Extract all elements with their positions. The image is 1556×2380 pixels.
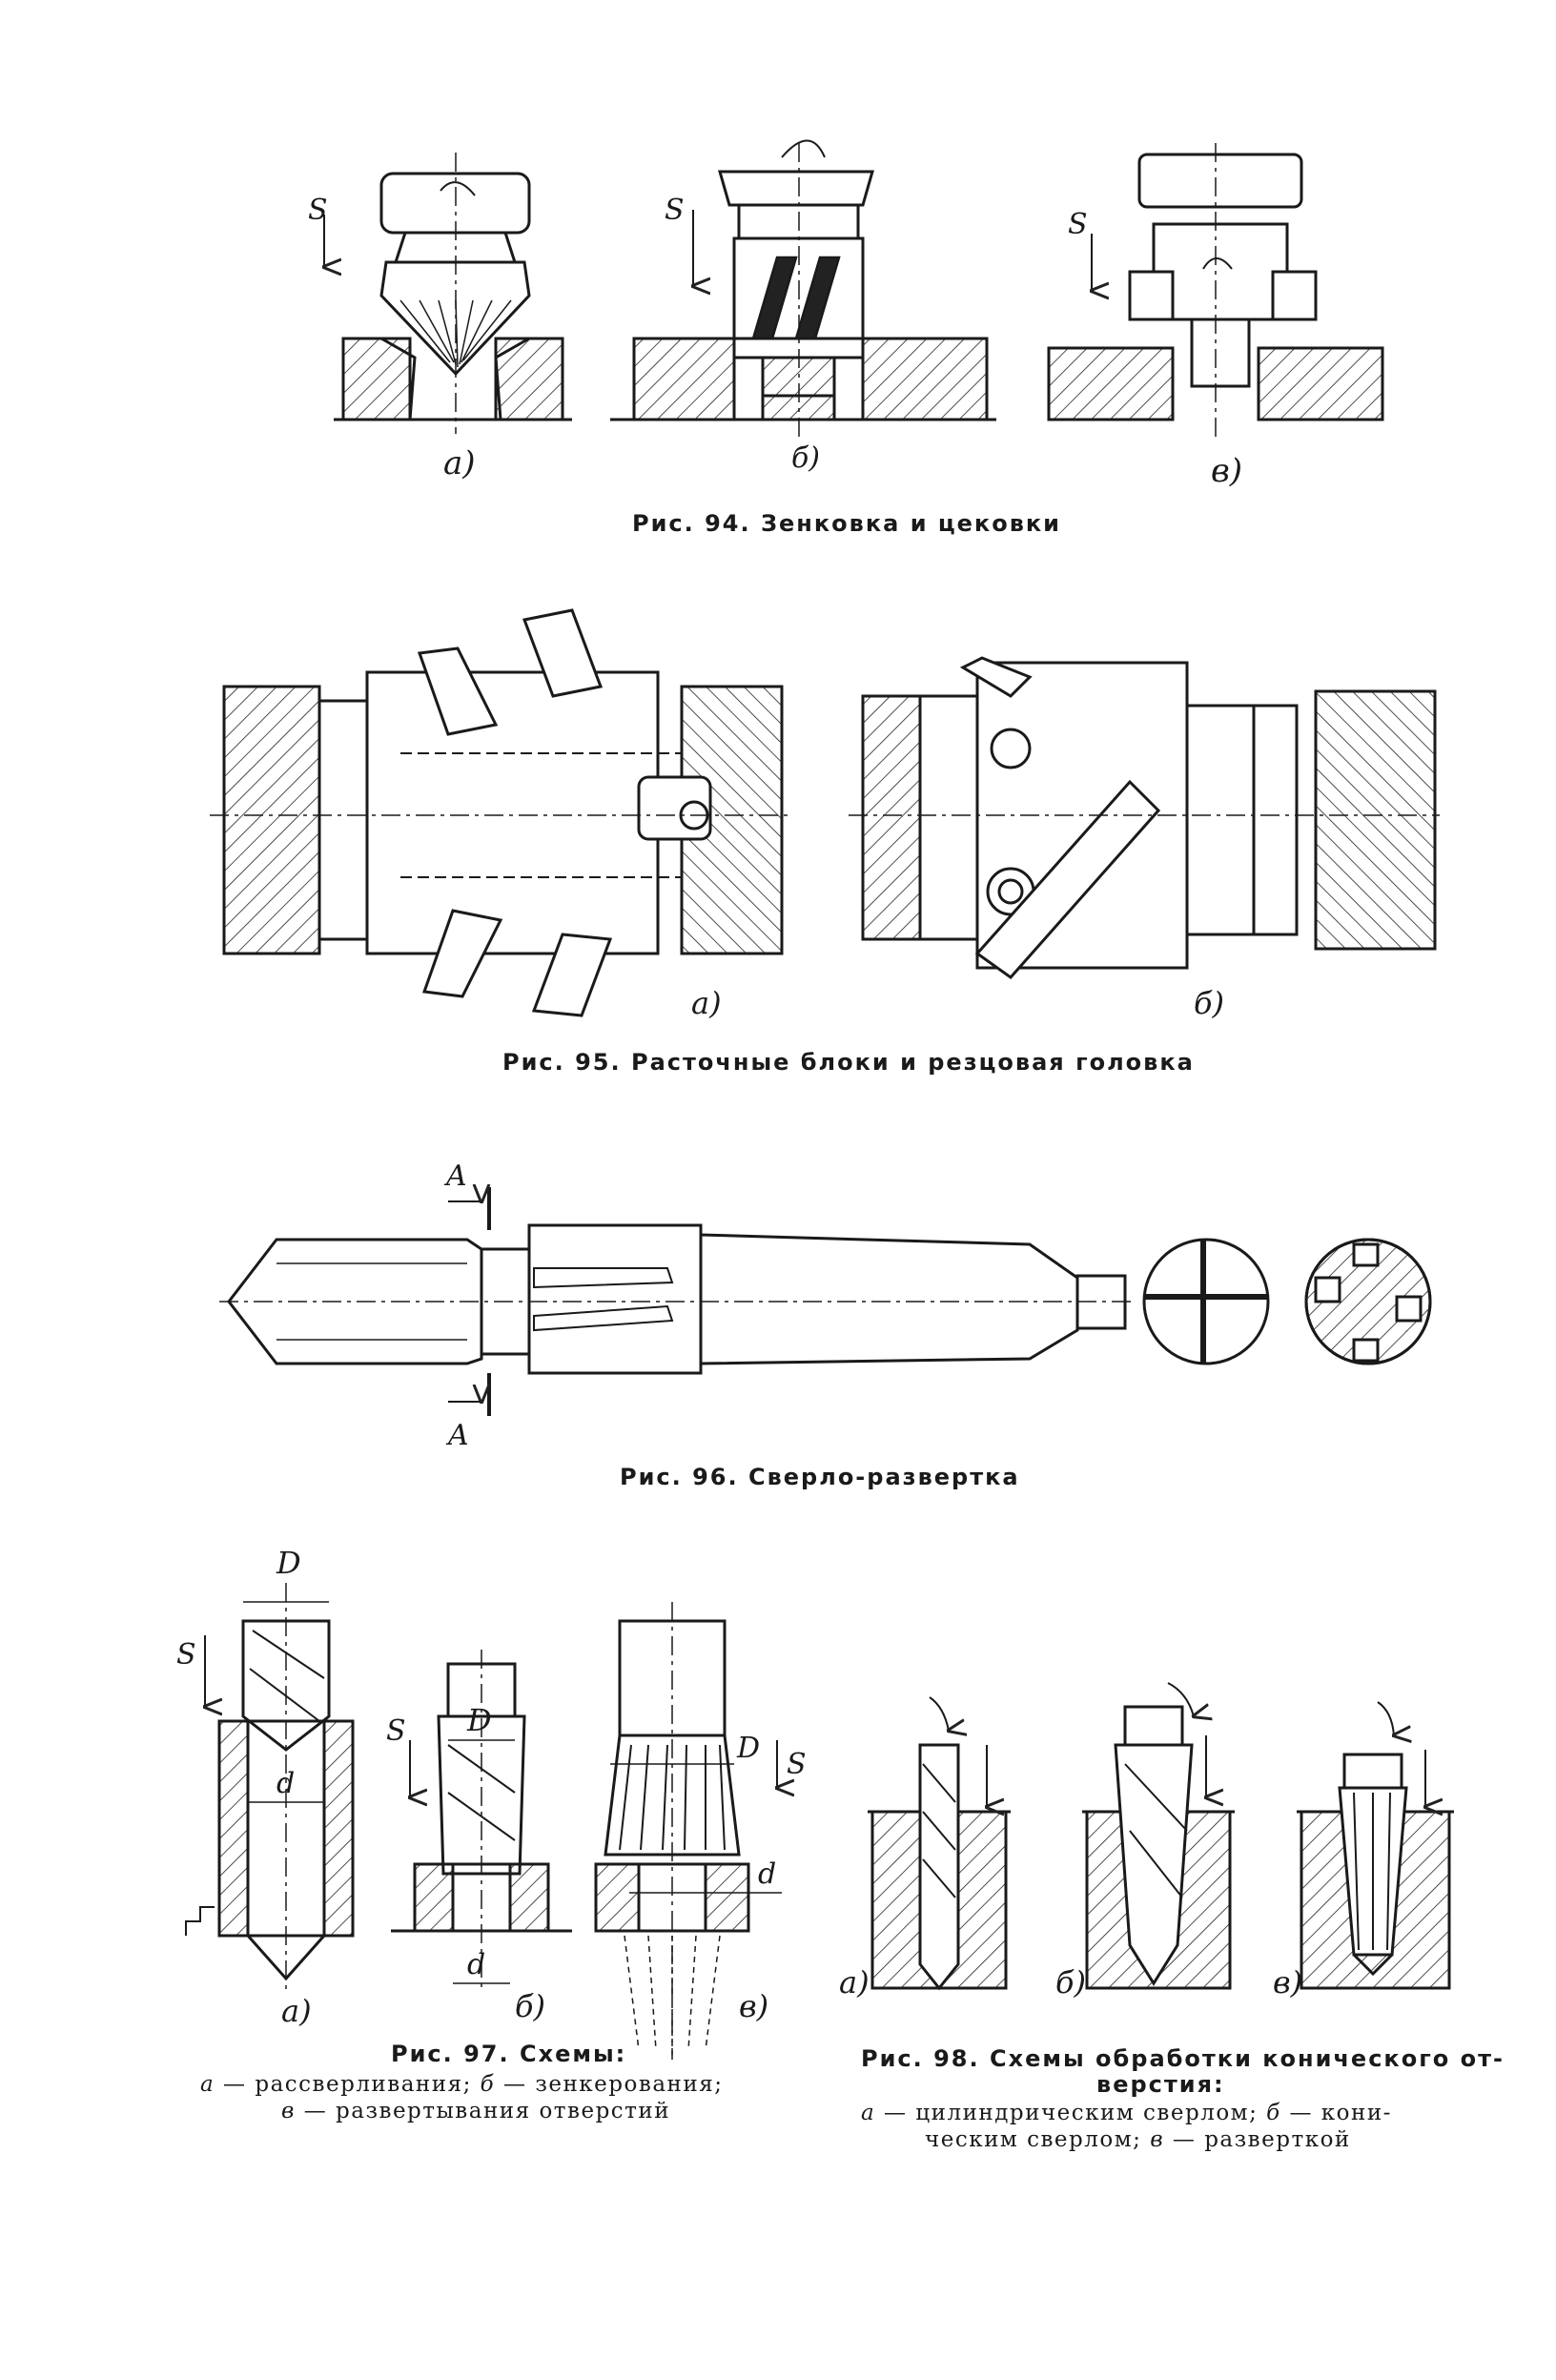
fig97-legend-letter-c: в (281, 2099, 296, 2124)
fig94a-countersink (324, 153, 572, 434)
fig97-legend-letter-b: б (480, 2072, 496, 2097)
figure-98: а) б) в) (839, 1682, 1454, 2000)
fig97c-feed-label: S (787, 1748, 807, 1781)
fig97b-dim-D: D (466, 1702, 492, 1738)
fig96-section-left (1142, 1238, 1270, 1365)
fig97c-dim-D: D (736, 1732, 760, 1765)
fig97b-feed-label: S (386, 1714, 406, 1748)
fig98-legend-line-2: ческим сверлом; в — разверткой (925, 2126, 1351, 2153)
fig97c-label: в) (739, 1988, 768, 2024)
fig97-legend-text-c: — развертывания отверстий (295, 2099, 671, 2124)
fig95b-label: б) (1194, 985, 1224, 1021)
fig96-caption: Рис. 96. Сверло-развертка (620, 1464, 1020, 1490)
fig94c-label: в) (1211, 452, 1242, 490)
fig94b-counterbore (610, 139, 996, 439)
fig98-legend-text-a: — цилиндрическим сверлом; (875, 2101, 1267, 2125)
fig94-caption: Рис. 94. Зенковка и цековки (632, 510, 1061, 537)
fig98-legend-text-b: — кони- (1280, 2101, 1392, 2125)
fig98-legend-line-1: а — цилиндрическим сверлом; б — кони- (861, 2100, 1392, 2126)
fig97-legend-line-1: а — рассверливания; б — зенкерования; (200, 2071, 723, 2098)
fig97a-dim-D: D (276, 1545, 301, 1581)
fig97a-reaming-drill (185, 1583, 355, 1993)
fig98-legend-letter-c: в (1150, 2127, 1165, 2152)
figure-97: D d D d D d S S S а) б) в) (176, 1545, 807, 2060)
fig96-section-label-bottom: A (445, 1419, 469, 1452)
fig97a-label: а) (281, 1993, 312, 2029)
fig95a-boring-block (210, 608, 791, 1017)
fig97a-feed-label: S (176, 1638, 196, 1672)
fig97b-label: б) (515, 1988, 545, 2024)
fig96-section-right (1304, 1238, 1432, 1365)
fig98b-conical-drill (1082, 1682, 1235, 1990)
fig97-legend-letter-a: а (200, 2072, 215, 2097)
fig94b-feed-label: S (665, 194, 685, 227)
fig94c-feed-label: S (1068, 208, 1088, 241)
fig98c-label: в) (1273, 1964, 1302, 2000)
fig97b-countersinking (391, 1650, 572, 1988)
fig94c-counterbore (1047, 143, 1384, 439)
fig98c-reamer (1297, 1701, 1454, 1990)
fig97-legend-text-b: — зенкерования; (495, 2072, 724, 2097)
fig97c-dim-d: d (758, 1857, 776, 1891)
fig98-legend-letter-b: б (1266, 2101, 1281, 2125)
fig97b-dim-d: d (467, 1948, 485, 1981)
figure-96: A A (219, 1159, 1432, 1452)
fig98-legend-text-c: — разверткой (1164, 2127, 1351, 2152)
fig98a-cylindrical-drill (868, 1696, 1011, 1991)
fig97-legend-text-a: — рассверливания; (215, 2072, 481, 2097)
fig95-caption: Рис. 95. Расточные блоки и резцовая голо… (502, 1049, 1195, 1076)
fig98-legend-letter-a: а (861, 2101, 876, 2125)
fig98-legend-text-b-cont: ческим сверлом; (925, 2127, 1151, 2152)
figure-95: а) б) (210, 608, 1440, 1021)
fig96-section-label-top: A (443, 1159, 467, 1193)
fig97a-dim-d: d (276, 1767, 295, 1800)
fig97c-reaming (594, 1602, 782, 2060)
fig98-caption-line-1: Рис. 98. Схемы обработки конического от- (861, 2045, 1505, 2072)
fig95a-label: а) (691, 985, 722, 1021)
fig95b-cutter-head (849, 656, 1440, 980)
fig94b-label: б) (791, 441, 820, 475)
fig98a-label: а) (839, 1964, 870, 2000)
figure-94: S S S а) б) в) (308, 139, 1384, 490)
fig94a-feed-label: S (308, 194, 328, 227)
fig94a-label: а) (443, 444, 476, 482)
fig98b-label: б) (1055, 1964, 1086, 2000)
fig97-caption: Рис. 97. Схемы: (391, 2041, 627, 2067)
fig97-legend-line-2: в — развертывания отверстий (281, 2098, 670, 2124)
fig98-caption-line-2: верстия: (1096, 2071, 1225, 2098)
